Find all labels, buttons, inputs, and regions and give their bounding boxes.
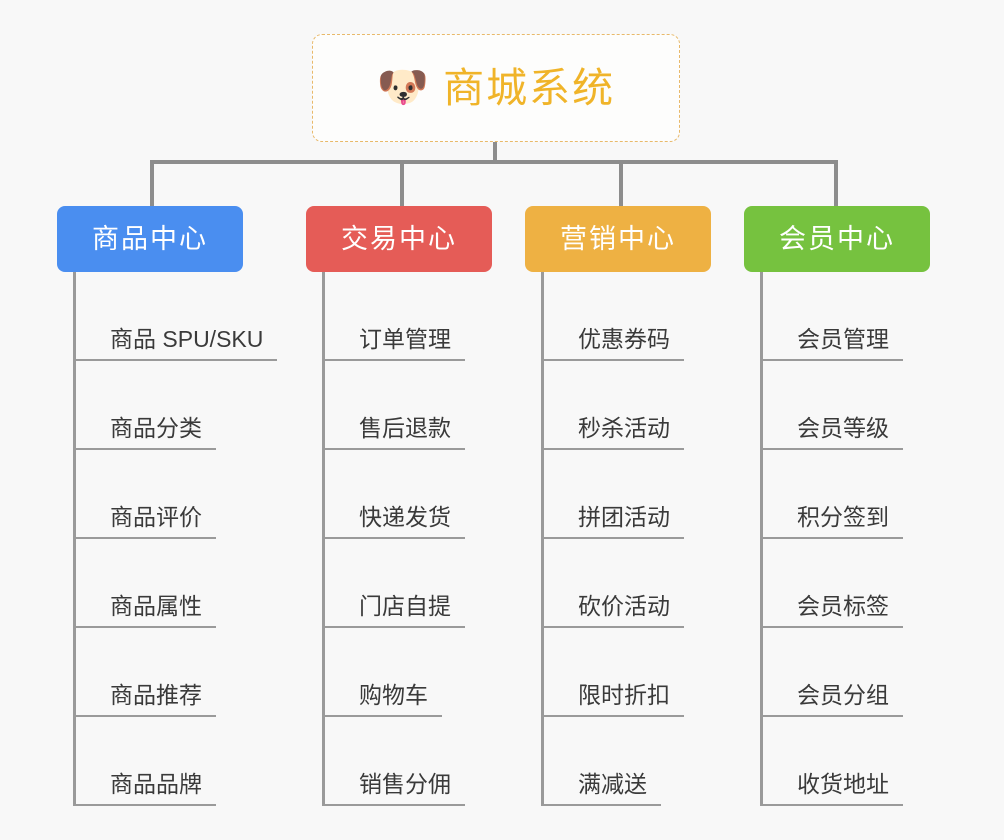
leaf-underline xyxy=(763,804,903,806)
list-item[interactable]: 会员等级 xyxy=(763,361,974,450)
leaf-label: 销售分佣 xyxy=(359,770,451,797)
list-item[interactable]: 优惠券码 xyxy=(544,272,755,361)
leaf-underline xyxy=(544,359,684,361)
branch-connector-2 xyxy=(619,160,623,206)
category-label-0: 商品中心 xyxy=(92,223,208,254)
leaf-underline xyxy=(76,715,216,717)
category-label-1: 交易中心 xyxy=(341,223,457,254)
shiba-dog-emoji-icon: 🐶 xyxy=(376,63,430,110)
leaf-label: 商品品牌 xyxy=(110,770,202,797)
leaf-label: 商品分类 xyxy=(110,414,202,441)
list-item[interactable]: 收货地址 xyxy=(763,717,974,806)
list-item[interactable]: 商品品牌 xyxy=(76,717,297,806)
leaf-underline xyxy=(544,804,661,806)
list-item[interactable]: 快递发货 xyxy=(325,450,536,539)
list-item[interactable]: 会员分组 xyxy=(763,628,974,717)
list-item[interactable]: 商品 SPU/SKU xyxy=(76,272,297,361)
leaf-label: 秒杀活动 xyxy=(578,414,670,441)
leaf-label: 会员等级 xyxy=(797,414,889,441)
category-column-0: 商品中心 商品 SPU/SKU 商品分类 商品评价 商品属性 商品推荐 xyxy=(57,206,297,806)
leaf-list-3: 会员管理 会员等级 积分签到 会员标签 会员分组 收货地址 xyxy=(760,272,974,806)
branch-connector-1 xyxy=(400,160,404,206)
branch-connector-0 xyxy=(150,160,154,206)
category-column-1: 交易中心 订单管理 售后退款 快递发货 门店自提 购物车 xyxy=(306,206,536,806)
list-item[interactable]: 秒杀活动 xyxy=(544,361,755,450)
category-label-3: 会员中心 xyxy=(779,223,895,254)
root-node[interactable]: 🐶 商城系统 xyxy=(312,34,680,142)
leaf-underline xyxy=(76,359,277,361)
list-item[interactable]: 门店自提 xyxy=(325,539,536,628)
leaf-underline xyxy=(325,804,465,806)
leaf-label: 会员管理 xyxy=(797,325,889,352)
list-item[interactable]: 销售分佣 xyxy=(325,717,536,806)
leaf-underline xyxy=(325,448,465,450)
list-item[interactable]: 满减送 xyxy=(544,717,755,806)
leaf-label: 售后退款 xyxy=(359,414,451,441)
root-title: 商城系统 xyxy=(443,64,616,111)
leaf-label: 满减送 xyxy=(578,770,647,797)
list-item[interactable]: 会员管理 xyxy=(763,272,974,361)
list-item[interactable]: 砍价活动 xyxy=(544,539,755,628)
leaf-label: 限时折扣 xyxy=(578,681,670,708)
branch-connector-3 xyxy=(834,160,838,206)
leaf-underline xyxy=(325,359,465,361)
leaf-underline xyxy=(544,715,684,717)
leaf-underline xyxy=(325,626,465,628)
list-item[interactable]: 商品分类 xyxy=(76,361,297,450)
list-item[interactable]: 限时折扣 xyxy=(544,628,755,717)
leaf-underline xyxy=(76,537,216,539)
leaf-underline xyxy=(544,537,684,539)
leaf-underline xyxy=(325,537,465,539)
leaf-label: 商品 SPU/SKU xyxy=(110,325,264,352)
category-header-1[interactable]: 交易中心 xyxy=(306,206,492,272)
list-item[interactable]: 购物车 xyxy=(325,628,536,717)
list-item[interactable]: 商品属性 xyxy=(76,539,297,628)
leaf-label: 积分签到 xyxy=(797,503,889,530)
category-header-2[interactable]: 营销中心 xyxy=(525,206,711,272)
leaf-label: 优惠券码 xyxy=(578,325,670,352)
list-item[interactable]: 售后退款 xyxy=(325,361,536,450)
leaf-underline xyxy=(763,537,903,539)
leaf-label: 商品属性 xyxy=(110,592,202,619)
category-header-3[interactable]: 会员中心 xyxy=(744,206,930,272)
leaf-underline xyxy=(76,448,216,450)
leaf-label: 砍价活动 xyxy=(578,592,670,619)
list-item[interactable]: 拼团活动 xyxy=(544,450,755,539)
leaf-underline xyxy=(763,715,903,717)
leaf-label: 会员分组 xyxy=(797,681,889,708)
list-item[interactable]: 会员标签 xyxy=(763,539,974,628)
leaf-label: 快递发货 xyxy=(359,503,451,530)
leaf-list-1: 订单管理 售后退款 快递发货 门店自提 购物车 销售分佣 xyxy=(322,272,536,806)
leaf-list-2: 优惠券码 秒杀活动 拼团活动 砍价活动 限时折扣 满减送 xyxy=(541,272,755,806)
leaf-label: 拼团活动 xyxy=(578,503,670,530)
leaf-underline xyxy=(763,448,903,450)
list-item[interactable]: 积分签到 xyxy=(763,450,974,539)
leaf-underline xyxy=(76,626,216,628)
category-column-2: 营销中心 优惠券码 秒杀活动 拼团活动 砍价活动 限时折扣 xyxy=(525,206,755,806)
leaf-underline xyxy=(76,804,216,806)
leaf-underline xyxy=(763,626,903,628)
leaf-underline xyxy=(544,448,684,450)
leaf-underline xyxy=(325,715,442,717)
leaf-label: 门店自提 xyxy=(359,592,451,619)
root-connector-bar xyxy=(150,160,838,164)
list-item[interactable]: 商品推荐 xyxy=(76,628,297,717)
leaf-label: 会员标签 xyxy=(797,592,889,619)
category-header-0[interactable]: 商品中心 xyxy=(57,206,243,272)
leaf-label: 收货地址 xyxy=(797,770,889,797)
leaf-underline xyxy=(763,359,903,361)
leaf-label: 商品推荐 xyxy=(110,681,202,708)
leaf-underline xyxy=(544,626,684,628)
list-item[interactable]: 商品评价 xyxy=(76,450,297,539)
leaf-list-0: 商品 SPU/SKU 商品分类 商品评价 商品属性 商品推荐 商品品牌 xyxy=(73,272,297,806)
category-label-2: 营销中心 xyxy=(560,223,676,254)
category-column-3: 会员中心 会员管理 会员等级 积分签到 会员标签 会员分组 xyxy=(744,206,974,806)
list-item[interactable]: 订单管理 xyxy=(325,272,536,361)
leaf-label: 商品评价 xyxy=(110,503,202,530)
leaf-label: 购物车 xyxy=(359,681,428,708)
root-connector-stem xyxy=(493,142,497,164)
leaf-label: 订单管理 xyxy=(359,325,451,352)
